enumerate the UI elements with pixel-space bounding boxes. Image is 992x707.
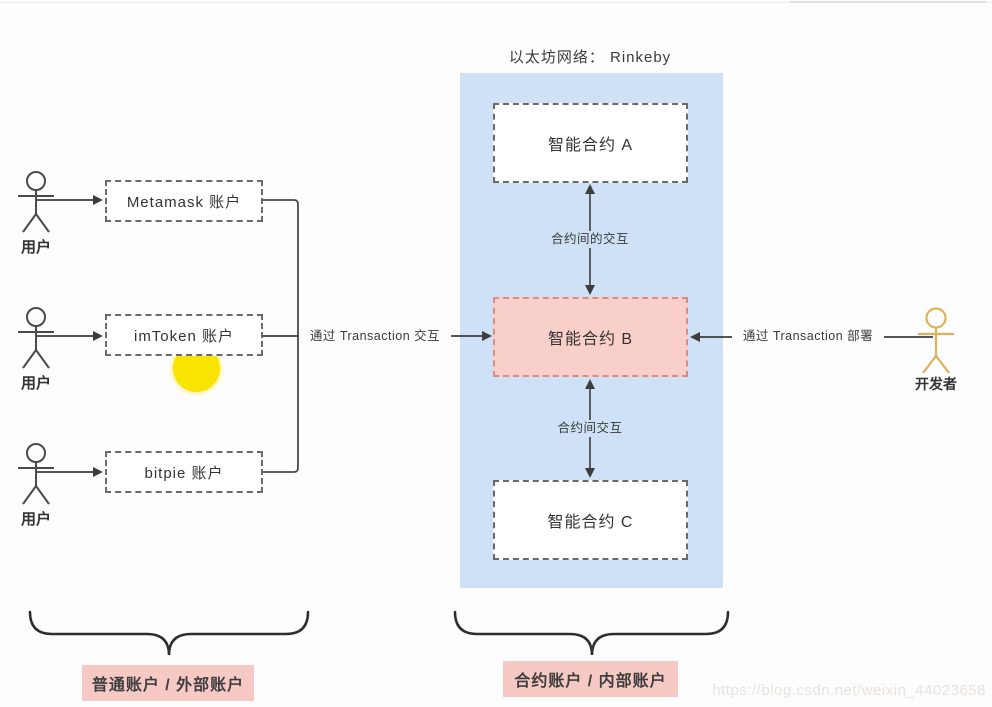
legend-internal-label: 合约账户 / 内部账户 <box>514 673 667 690</box>
legend-internal-accounts: 合约账户 / 内部账户 <box>503 661 678 697</box>
arrow-user1-to-metamask <box>37 195 103 205</box>
user-figure-3 <box>18 443 54 505</box>
legend-external-label: 普通账户 / 外部账户 <box>91 677 245 694</box>
developer-figure <box>918 307 954 374</box>
edge-label-contract-interaction-bottom: 合约间交互 <box>545 420 635 437</box>
account-imtoken-label: imToken 账户 <box>133 327 235 345</box>
brace-internal-accounts <box>453 610 730 656</box>
contract-b-box: 智能合约 B <box>493 297 688 377</box>
edge-label-contract-interaction-top: 合约间的交互 <box>540 231 640 248</box>
watermark: https://blog.csdn.net/weixin_44023658 <box>712 682 986 699</box>
brace-external-accounts <box>28 610 310 656</box>
developer-label: 开发者 <box>915 376 957 392</box>
contract-a-label: 智能合约 A <box>547 137 634 154</box>
legend-external-accounts: 普通账户 / 外部账户 <box>82 665 254 701</box>
user-figure-2 <box>18 307 54 369</box>
account-bitpie-box: bitpie 账户 <box>105 451 263 493</box>
contract-c-box: 智能合约 C <box>493 480 688 560</box>
user-label-1: 用户 <box>20 239 51 256</box>
contract-a-box: 智能合约 A <box>493 103 688 183</box>
edge-label-transaction-interact: 通过 Transaction 交互 <box>299 328 451 345</box>
account-metamask-box: Metamask 账户 <box>105 180 263 222</box>
contract-b-label: 智能合约 B <box>547 331 634 348</box>
network-title: 以太坊网络： Rinkeby <box>508 49 672 66</box>
top-border-line-right <box>790 1 986 3</box>
account-bitpie-label: bitpie 账户 <box>144 464 224 482</box>
user-figure-1 <box>18 171 54 233</box>
accounts-join-line <box>263 199 299 473</box>
arrow-user2-to-imtoken <box>37 331 103 341</box>
top-border-line <box>0 2 992 3</box>
arrow-user3-to-bitpie <box>37 467 103 477</box>
account-imtoken-box: imToken 账户 <box>105 314 263 356</box>
user-label-2: 用户 <box>20 375 51 392</box>
account-metamask-label: Metamask 账户 <box>126 193 242 211</box>
user-label-3: 用户 <box>20 511 51 528</box>
contract-c-label: 智能合约 C <box>547 514 634 531</box>
edge-label-transaction-deploy: 通过 Transaction 部署 <box>732 328 884 345</box>
